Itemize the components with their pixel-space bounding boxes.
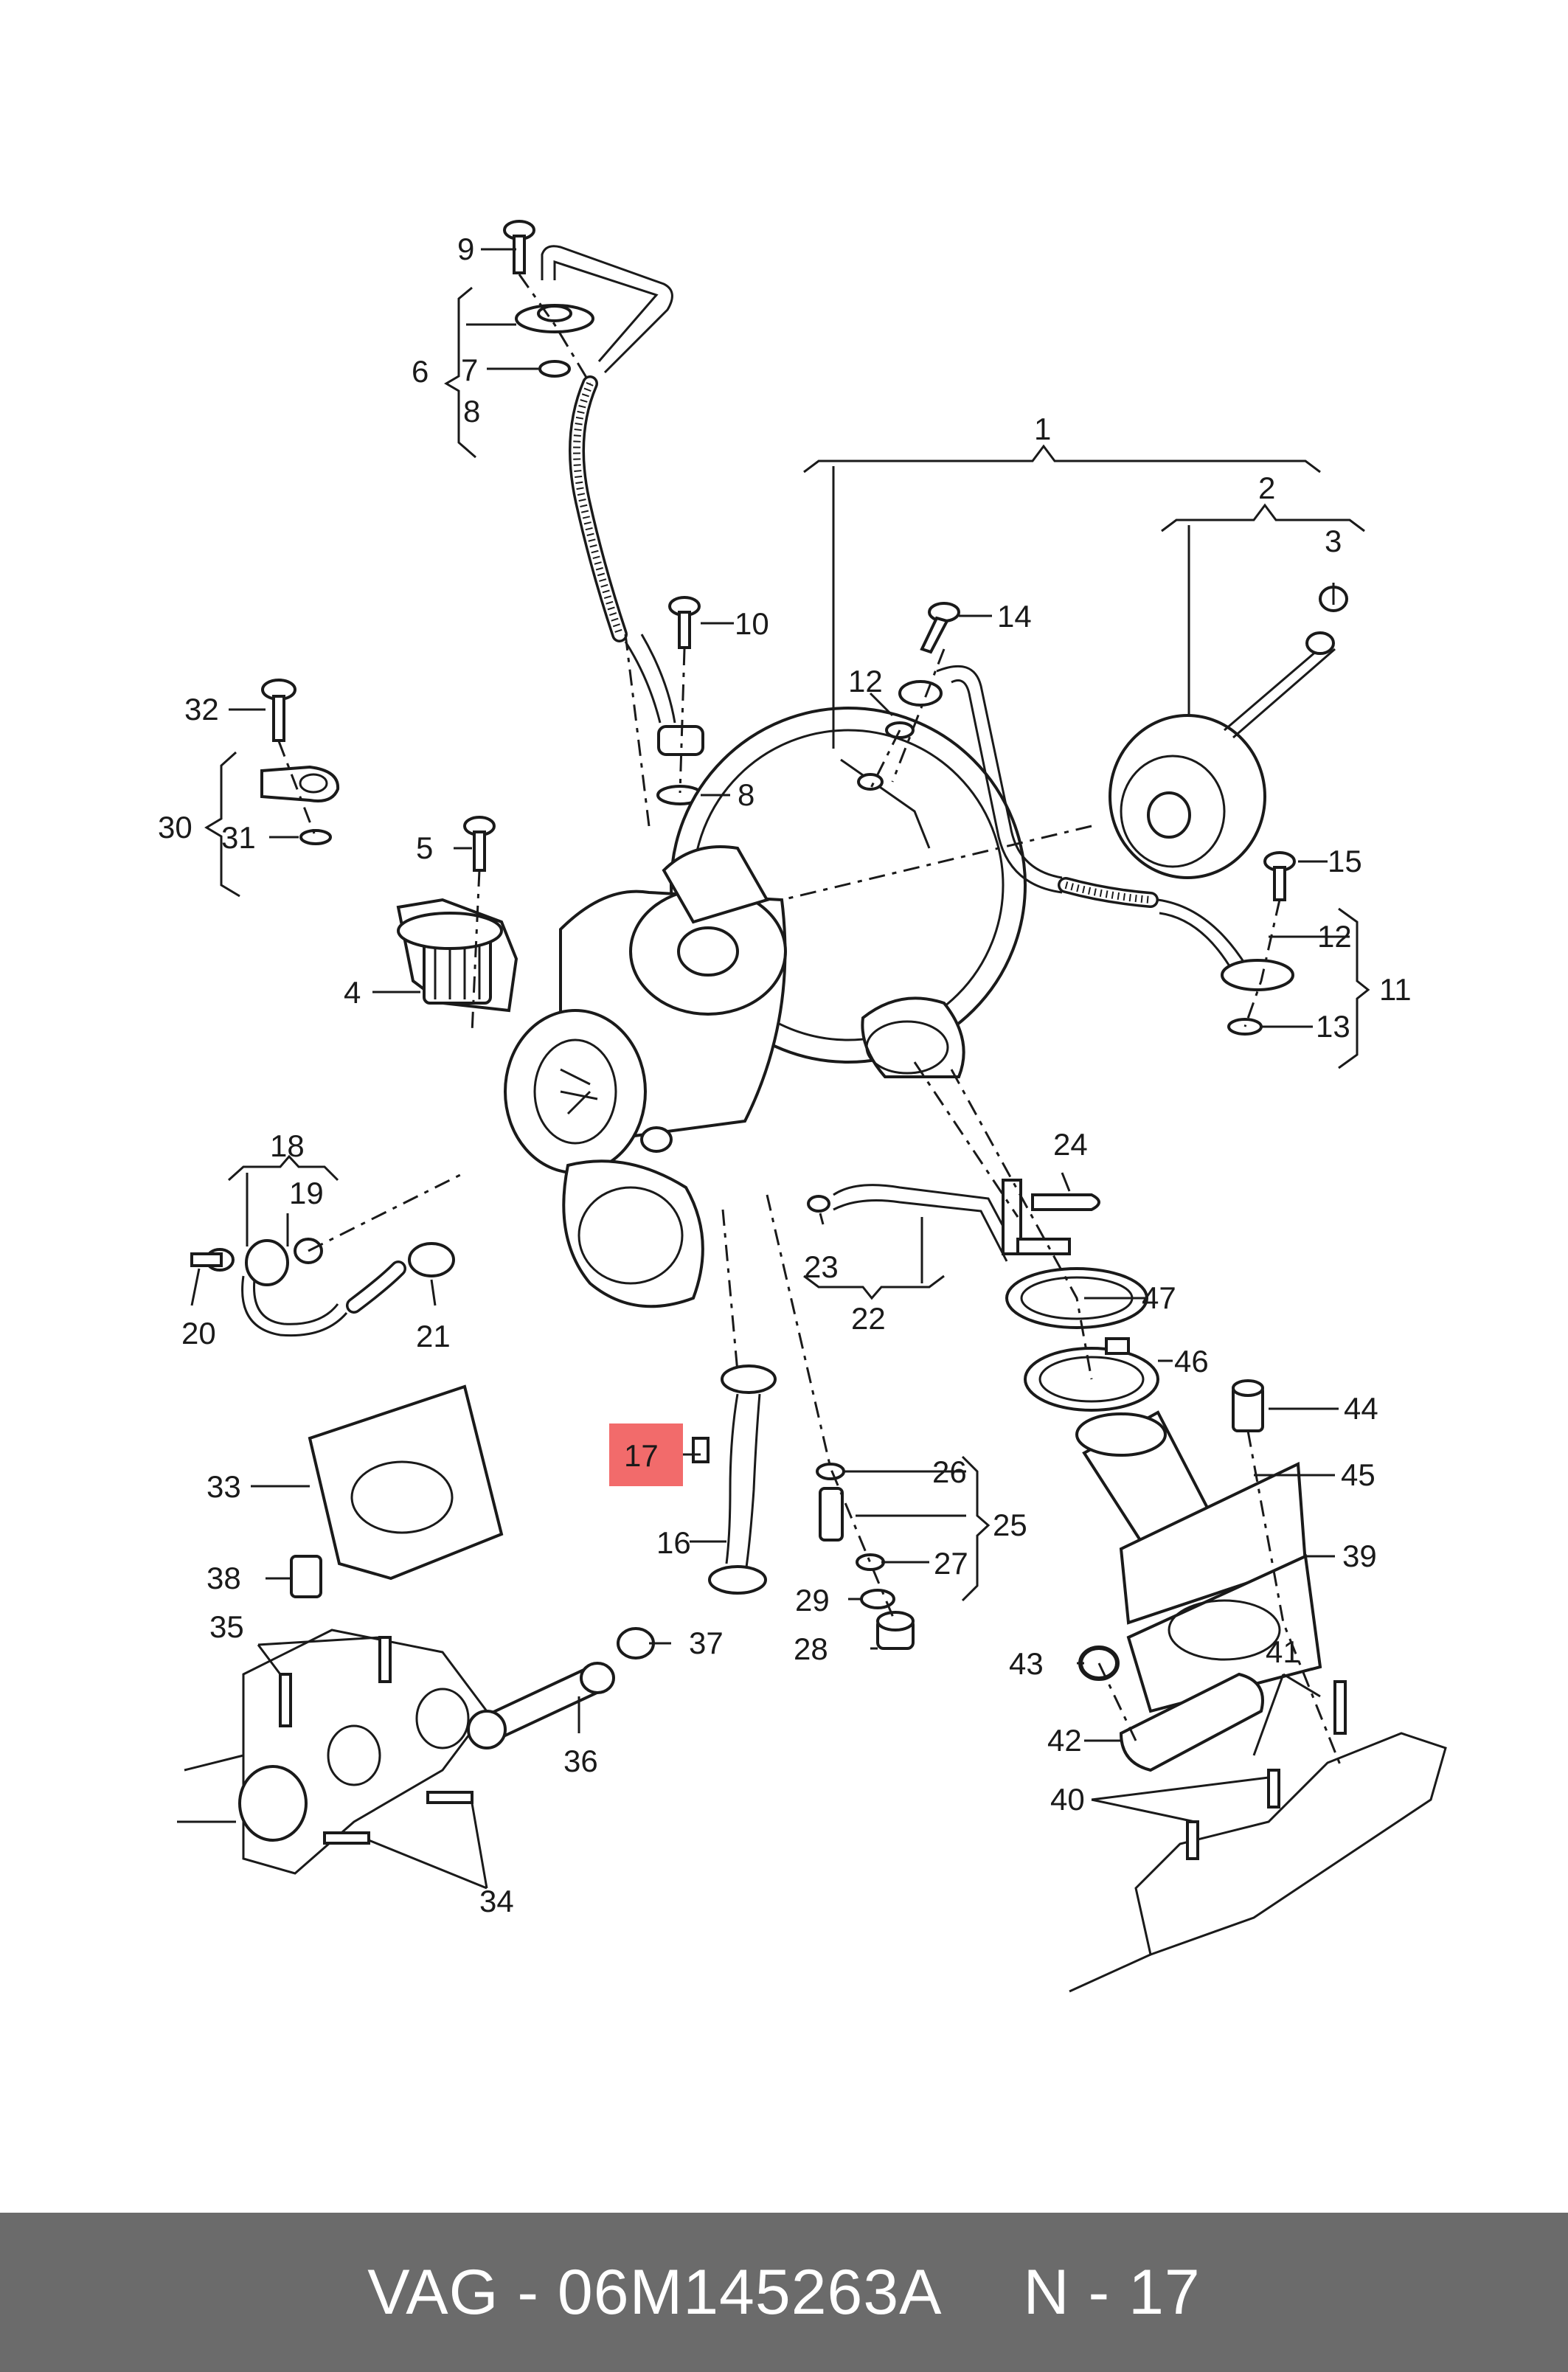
callout-37: 37 <box>689 1626 724 1660</box>
cylinder-head-right <box>1069 1680 1447 1993</box>
callout-39: 39 <box>1342 1539 1377 1573</box>
callout-32: 32 <box>184 692 219 726</box>
part-number-label: VAG - 06M145263A <box>367 2256 943 2328</box>
gasket-part-33 <box>308 1384 504 1581</box>
callout-16: 16 <box>656 1525 691 1560</box>
callout-28: 28 <box>794 1631 828 1666</box>
callout-21: 21 <box>416 1319 451 1353</box>
callout-24: 24 <box>1053 1127 1088 1162</box>
axis-lines <box>277 274 1344 1771</box>
leader-lines <box>190 248 1350 1890</box>
callout-40: 40 <box>1050 1782 1085 1817</box>
bolt-5 <box>463 816 496 872</box>
turbocharger-body <box>504 707 1027 1308</box>
callout-19: 19 <box>289 1176 324 1210</box>
callout-41: 41 <box>1266 1634 1300 1669</box>
callout-14: 14 <box>997 599 1032 634</box>
callout-2: 2 <box>1258 471 1275 505</box>
bolt-10 <box>668 596 701 649</box>
callout-8b: 8 <box>738 777 754 812</box>
part-number-footer: VAG - 06M145263A N - 17 <box>0 2213 1568 2372</box>
callout-3: 3 <box>1325 524 1342 558</box>
callout-12b: 12 <box>1317 919 1352 954</box>
coolant-line-part-18 <box>190 1238 455 1337</box>
oil-fitting-part-25 <box>816 1463 915 1650</box>
callout-45: 45 <box>1341 1457 1376 1492</box>
callout-13: 13 <box>1316 1009 1350 1044</box>
callout-46: 46 <box>1174 1344 1209 1379</box>
callout-15: 15 <box>1328 844 1362 878</box>
callout-34: 34 <box>479 1884 514 1918</box>
callout-42: 42 <box>1047 1723 1082 1758</box>
callout-36: 36 <box>563 1744 598 1778</box>
group-brackets <box>204 286 1370 1602</box>
callout-47: 47 <box>1142 1280 1176 1315</box>
callout-43: 43 <box>1009 1646 1044 1681</box>
callout-30: 30 <box>158 810 192 845</box>
downpipe-part-45 <box>1075 1410 1322 1713</box>
callout-18: 18 <box>270 1128 305 1163</box>
callout-44: 44 <box>1344 1391 1378 1426</box>
bolt-14 <box>920 602 960 654</box>
bolt-15 <box>1263 851 1296 901</box>
highlighted-part-17-box <box>609 1423 683 1486</box>
callout-35: 35 <box>209 1609 244 1644</box>
callout-4: 4 <box>344 975 361 1010</box>
water-housing-part-4 <box>396 898 518 1013</box>
callout-11: 11 <box>1379 972 1412 1007</box>
callout-22: 22 <box>851 1301 886 1336</box>
callout-12a: 12 <box>848 664 883 698</box>
callout-5: 5 <box>416 830 433 865</box>
oil-return-line-part-16 <box>692 1364 777 1595</box>
callout-numbers: 1 2 3 4 5 6 7 8 8 9 10 11 12 12 13 14 15… <box>158 232 1412 1918</box>
bolt-9 <box>503 220 535 274</box>
coolant-line-part-11 <box>885 665 1294 1036</box>
callout-23: 23 <box>804 1249 839 1284</box>
vacuum-actuator-part-2 <box>1109 586 1348 879</box>
callout-7: 7 <box>461 353 478 387</box>
exhaust-rings-part-46-47 <box>1005 1267 1159 1412</box>
cylinder-head-left <box>177 1555 488 1875</box>
oil-feed-line-part-6 <box>515 245 704 805</box>
exploded-parts-diagram: 1 2 3 4 5 6 7 8 8 9 10 11 12 12 13 14 15… <box>158 220 1447 1993</box>
callout-27: 27 <box>934 1546 968 1581</box>
callout-17: 17 <box>624 1438 659 1473</box>
callout-29: 29 <box>795 1583 830 1617</box>
pipe-part-22 <box>807 1179 1100 1262</box>
sensor-part-44 <box>1232 1379 1264 1432</box>
callout-8a: 8 <box>463 394 480 429</box>
callout-25: 25 <box>993 1508 1027 1542</box>
bracket-part-30 <box>260 679 340 845</box>
bracket-part-36 <box>467 1627 1094 1749</box>
callout-9: 9 <box>457 232 474 266</box>
callout-10: 10 <box>735 606 769 641</box>
callout-33: 33 <box>207 1469 241 1504</box>
callout-26: 26 <box>932 1454 967 1489</box>
callout-38: 38 <box>207 1561 241 1595</box>
callout-6: 6 <box>412 354 429 389</box>
position-label: N - 17 <box>1023 2256 1201 2328</box>
callout-31: 31 <box>221 820 256 855</box>
callout-20: 20 <box>181 1316 216 1350</box>
callout-1: 1 <box>1034 412 1051 446</box>
